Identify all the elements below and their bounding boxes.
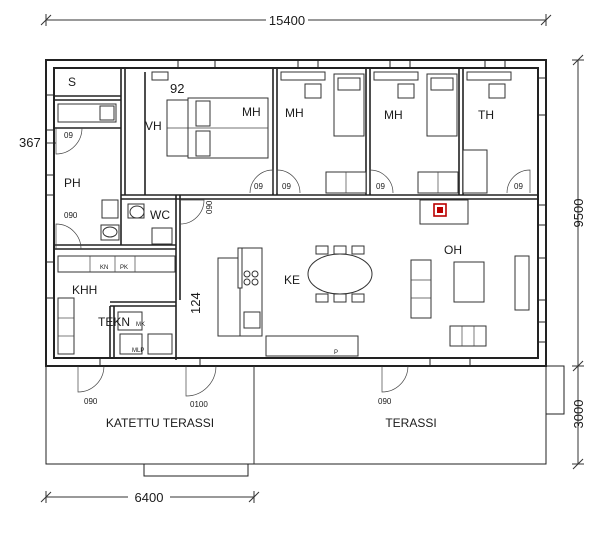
door-label-storage: 09 — [64, 131, 73, 140]
dimension-bottom-label: 6400 — [135, 490, 164, 505]
dimension-right-terrace-label: 3000 — [571, 400, 586, 429]
door-size-labels: 09 090 090 09 09 09 09 090 0100 090 92 1… — [64, 81, 523, 409]
dimension-left-label: 367 — [19, 135, 41, 150]
door-swings — [55, 127, 531, 397]
room-label-mh-2: MH — [285, 106, 304, 120]
dimension-right-main: 9500 — [571, 54, 586, 372]
room-label-ke: KE — [284, 273, 300, 287]
room-label-ph: PH — [64, 176, 81, 190]
dimension-left: 367 — [19, 135, 56, 150]
room-label-s: S — [68, 75, 76, 89]
room-label-katettu-terassi: KATETTU TERASSI — [106, 416, 214, 430]
door-label-ph: 090 — [64, 211, 78, 220]
room-labels: S VH MH MH MH TH PH WC KHH TEKN KE OH KA… — [64, 75, 494, 430]
room-label-oh: OH — [444, 243, 462, 257]
room-label-th: TH — [478, 108, 494, 122]
dimension-right-terrace: 3000 — [571, 366, 586, 470]
door-label-th: 09 — [514, 182, 523, 191]
room-label-khh: KHH — [72, 283, 97, 297]
interior-walls — [54, 68, 538, 360]
dimension-top: 15400 — [40, 12, 552, 28]
door-label-exit-3: 090 — [378, 397, 392, 406]
room-label-mh-1: MH — [242, 105, 261, 119]
dimension-bottom: 6400 — [40, 489, 260, 505]
fixture-label-mlp: MLP — [132, 348, 144, 354]
door-label-mh-3: 09 — [376, 182, 385, 191]
dimension-right-main-label: 9500 — [571, 199, 586, 228]
room-label-mh-3: MH — [384, 108, 403, 122]
terrace — [45, 365, 565, 477]
fixture-label-mk: MK — [136, 322, 145, 328]
room-label-wc: WC — [150, 208, 170, 222]
dimension-vh-width: 92 — [170, 81, 184, 96]
door-label-wc: 090 — [205, 200, 214, 214]
room-label-tekn: TEKN — [98, 315, 130, 329]
room-label-terassi: TERASSI — [385, 416, 436, 430]
dimension-kitchen-wall: 124 — [188, 292, 203, 314]
door-label-mh-1: 09 — [254, 182, 263, 191]
fixture-label-pk: PK — [120, 265, 128, 271]
fixture-label-kn: KN — [100, 265, 108, 271]
fixture-label-p: P — [334, 350, 338, 356]
door-label-exit-1: 090 — [84, 397, 98, 406]
room-label-vh: VH — [145, 119, 162, 133]
door-label-exit-2: 0100 — [190, 400, 208, 409]
fixture-labels: KN PK MLP MK P — [100, 265, 338, 356]
furniture — [57, 71, 530, 357]
dimension-top-label: 15400 — [269, 13, 305, 28]
door-label-mh-2: 09 — [282, 182, 291, 191]
